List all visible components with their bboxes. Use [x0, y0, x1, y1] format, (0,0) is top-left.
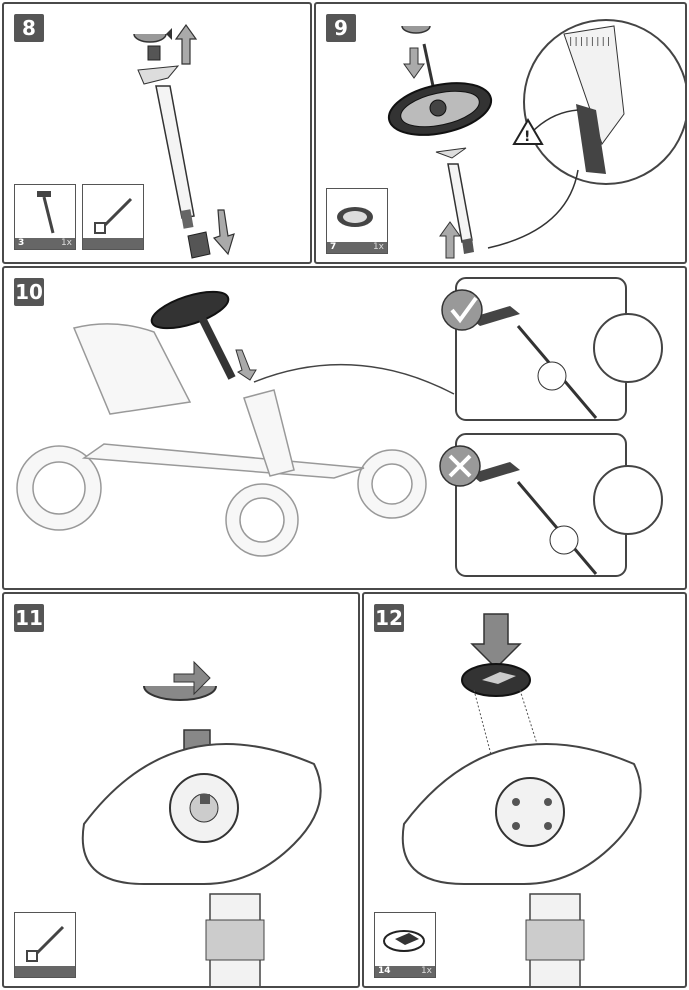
- step-number: 12: [374, 604, 404, 632]
- steering-wheel-mount-illustration: |||||||| !: [387, 19, 685, 259]
- step-number: 10: [14, 278, 44, 306]
- step-10-panel: 10: [2, 266, 687, 590]
- svg-text:!: !: [524, 129, 530, 145]
- allen-key-icon: [26, 925, 65, 962]
- allen-key-icon: [94, 197, 133, 234]
- step-12-panel: 12 14 1x: [362, 592, 687, 988]
- part-number: 3: [18, 238, 25, 248]
- step-9-panel: 9 |||||||| ! 7: [314, 2, 687, 264]
- step-number: 11: [14, 604, 44, 632]
- part-number: 7: [330, 242, 337, 252]
- tool-box: [14, 912, 76, 978]
- step-11-panel: 11: [2, 592, 360, 988]
- part-qty: 1x: [60, 238, 72, 248]
- tool-box: [82, 184, 144, 250]
- cap-part-icon: [383, 930, 425, 952]
- wheel-cap-part-icon: [337, 207, 373, 227]
- warning-triangle-icon: [512, 118, 544, 145]
- svg-text:||||||||: ||||||||: [568, 37, 611, 47]
- part-qty: 1x: [420, 966, 432, 976]
- part-box-3: 3 1x: [14, 184, 76, 250]
- part-number: 14: [378, 966, 391, 976]
- step-8-panel: 8 3 1x: [2, 2, 312, 264]
- part-box-7: 7 1x: [326, 188, 388, 254]
- steering-column-illustration: [133, 23, 235, 259]
- check-mark-icon: [441, 289, 483, 331]
- bolt-part-icon: [37, 191, 55, 234]
- cap-install-illustration: [401, 613, 642, 986]
- part-box-14: 14 1x: [374, 912, 436, 978]
- step-number: 9: [326, 14, 356, 42]
- step-number: 8: [14, 14, 44, 42]
- part-qty: 1x: [372, 242, 384, 252]
- go-kart-illustration: [16, 277, 663, 577]
- steering-wheel-fasten-illustration: [81, 660, 322, 986]
